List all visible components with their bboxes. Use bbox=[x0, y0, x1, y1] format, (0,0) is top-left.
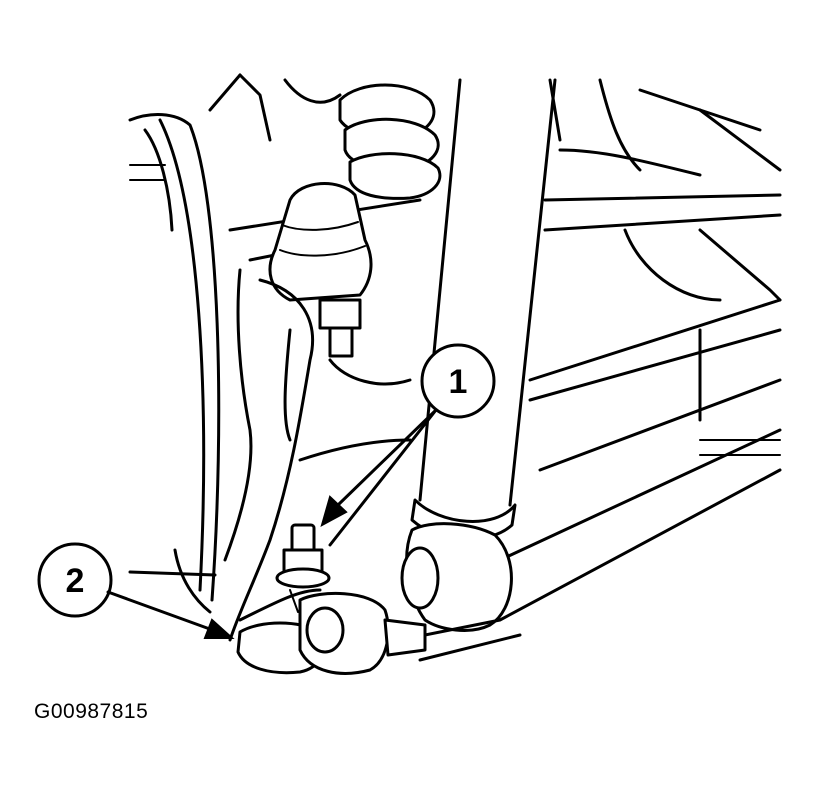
steering-knuckle bbox=[223, 268, 412, 642]
upper-ball-joint bbox=[268, 182, 373, 358]
frame-background bbox=[208, 73, 782, 562]
callout-1: 1 bbox=[320, 343, 496, 547]
brake-rotor bbox=[128, 113, 221, 614]
callout-2-number: 2 bbox=[66, 562, 85, 600]
lower-control-arm bbox=[238, 468, 782, 662]
ball-joint-nut bbox=[275, 523, 331, 589]
shock-absorber bbox=[400, 78, 557, 632]
callout-1-number: 1 bbox=[449, 363, 468, 401]
coil-spring bbox=[338, 83, 442, 200]
callout-2: 2 bbox=[37, 542, 235, 639]
ball-joint bbox=[236, 589, 427, 675]
figure-id-label: G00987815 bbox=[34, 700, 149, 723]
